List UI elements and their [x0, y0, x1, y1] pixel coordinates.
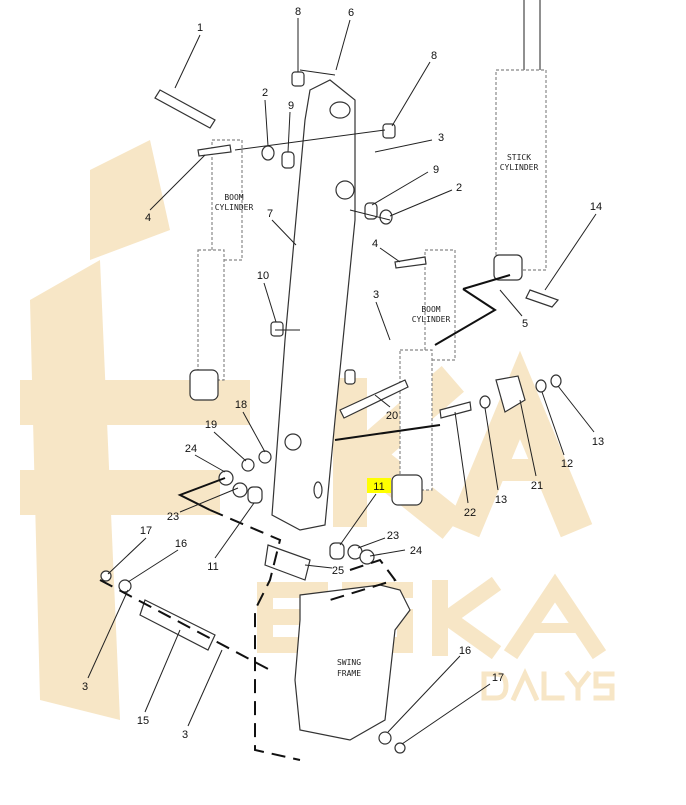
callout[interactable]: 7	[267, 208, 273, 220]
callout[interactable]: 13	[495, 494, 507, 506]
callout[interactable]: 16	[175, 538, 187, 550]
callout[interactable]: 17	[492, 672, 504, 684]
stick-cylinder-label: STICK	[507, 153, 531, 162]
leader-lines	[87, 18, 597, 745]
boom-cylinder-label: BOOM	[421, 305, 440, 314]
swing-frame-label: SWING	[337, 658, 361, 667]
highlight-marker	[367, 478, 391, 493]
callout[interactable]: 8	[431, 50, 437, 62]
swing-frame-label: FRAME	[337, 669, 361, 678]
callout[interactable]: 3	[182, 729, 188, 741]
callout[interactable]: 10	[257, 270, 269, 282]
callout[interactable]: 3	[438, 132, 444, 144]
boom-cylinder-label: CYLINDER	[412, 315, 451, 324]
callout[interactable]: 11	[207, 561, 218, 573]
callout[interactable]: 23	[387, 530, 399, 542]
callout[interactable]: 1	[197, 22, 203, 34]
callout[interactable]: 15	[137, 715, 149, 727]
callout[interactable]: 12	[561, 458, 573, 470]
assembly-lines	[99, 69, 511, 761]
callout[interactable]: 3	[82, 681, 88, 693]
swing-frame	[294, 584, 411, 741]
callout[interactable]: 5	[522, 318, 528, 330]
parts	[100, 71, 562, 754]
stick-cylinder	[493, 0, 547, 281]
callout[interactable]: 13	[592, 436, 604, 448]
boom-cylinder-label: BOOM	[224, 193, 243, 202]
callout[interactable]: 24	[410, 545, 422, 557]
callout[interactable]: 24	[185, 443, 197, 455]
callout[interactable]: 25	[332, 565, 344, 577]
callout[interactable]: 8	[295, 6, 301, 18]
callout-highlighted[interactable]: 11	[373, 481, 384, 493]
callout[interactable]: 14	[590, 201, 602, 213]
callout[interactable]: 2	[456, 182, 462, 194]
component-labels: BOOM CYLINDER STICK CYLINDER BOOM CYLIND…	[215, 153, 539, 678]
boom-cylinder-label: CYLINDER	[215, 203, 254, 212]
callout[interactable]: 4	[145, 212, 151, 224]
callout[interactable]: 22	[464, 507, 476, 519]
boom-arm	[271, 79, 356, 531]
callout[interactable]: 6	[348, 7, 354, 19]
callout[interactable]: 3	[373, 289, 379, 301]
callout[interactable]: 4	[372, 238, 378, 250]
callout[interactable]: 19	[205, 419, 217, 431]
callout[interactable]: 9	[288, 100, 294, 112]
callout[interactable]: 17	[140, 525, 152, 537]
callout[interactable]: 9	[433, 164, 439, 176]
boom-cylinder-left	[189, 139, 243, 401]
callouts: 1 8 6 8 2 9 3 9 2 7 4 14 4 10 3 5 20 18 …	[82, 6, 604, 741]
callout[interactable]: 16	[459, 645, 471, 657]
callout[interactable]: 20	[386, 410, 398, 422]
watermark-letters-dalys	[481, 667, 615, 702]
callout[interactable]: 18	[235, 399, 247, 411]
stick-cylinder-label: CYLINDER	[500, 163, 539, 172]
callout[interactable]: 21	[531, 480, 543, 492]
callout[interactable]: 2	[262, 87, 268, 99]
callout[interactable]: 23	[167, 511, 179, 523]
